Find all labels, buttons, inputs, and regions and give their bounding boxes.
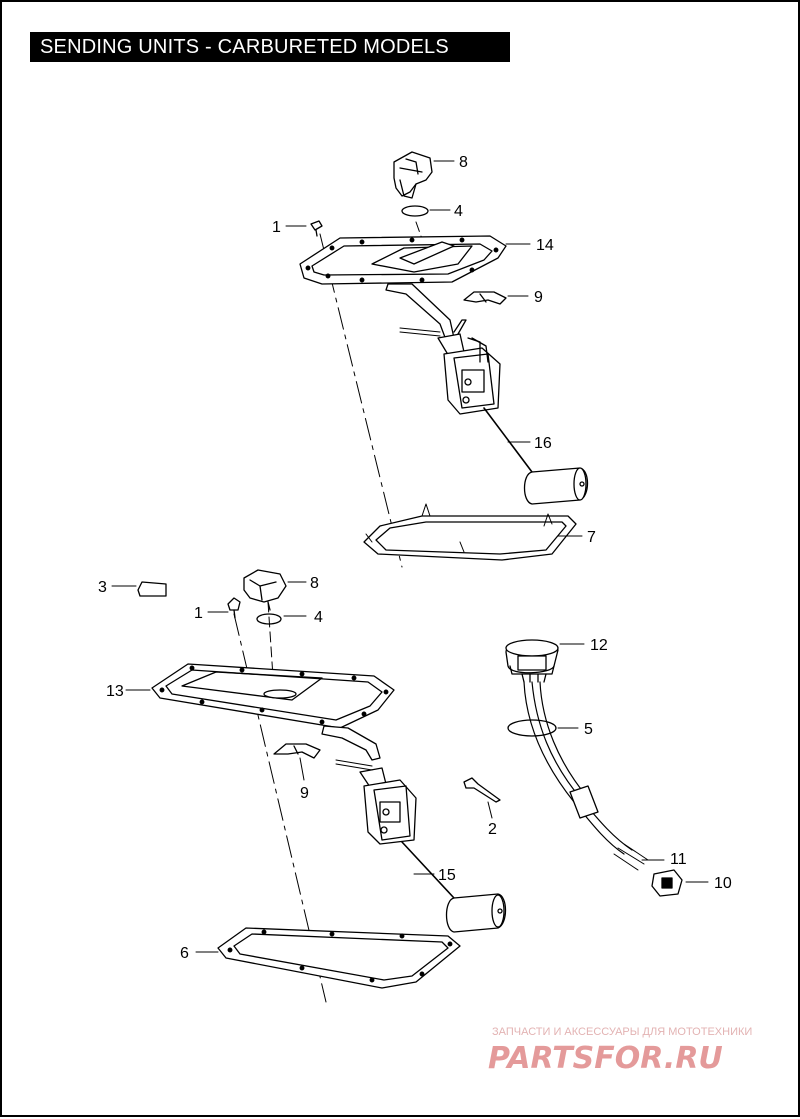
watermark-tagline: ЗАПЧАСТИ И АКСЕССУАРЫ ДЛЯ МОТОТЕХНИКИ [492,1026,752,1038]
o-ring-5 [507,719,557,737]
callout-12: 12 [590,637,608,654]
callout-11: 11 [670,851,687,868]
callout-16: 16 [534,435,552,452]
callout-7: 7 [587,529,596,546]
callout-15: 15 [438,867,456,884]
pad-3 [137,581,167,597]
screw-1-top [310,220,323,237]
bracket-arm-top [385,283,455,341]
page-title: SENDING UNITS - CARBURETED MODELS [30,32,510,62]
watermark-brand: PARTSFOR.RU [488,1041,723,1076]
callout-14: 14 [536,237,554,254]
sending-unit-16 [399,319,589,505]
connector-10 [651,869,683,897]
sending-unit-15 [335,759,507,933]
sender-cap-12 [505,639,559,683]
top-plate-14 [299,235,507,285]
callout-6: 6 [180,945,189,962]
callout-5: 5 [584,721,593,738]
gasket-7 [363,503,577,561]
callout-13: 13 [106,683,124,700]
clip-9-bottom [273,743,321,759]
callout-8-top: 8 [459,154,468,171]
bracket-arm-bottom [321,725,381,761]
callout-1-bottom: 1 [194,605,203,622]
callout-9-top: 9 [534,289,543,306]
cable-tie-2 [463,777,501,803]
clip-9-top [463,291,507,305]
gasket-6 [217,927,461,989]
centerline-top-left [319,233,403,568]
o-ring-4-top [401,205,429,217]
callout-10: 10 [714,875,732,892]
callout-3: 3 [98,579,107,596]
connector-8-bottom [243,569,287,611]
callout-4-bottom: 4 [314,609,323,626]
callout-2: 2 [488,821,497,838]
o-ring-4-bottom [256,613,282,625]
wire-harness-11 [523,681,649,871]
plate-13 [151,663,395,729]
callout-4-top: 4 [454,203,463,220]
callout-8-bottom: 8 [310,575,319,592]
callout-1-top: 1 [272,219,281,236]
connector-8-top [393,151,433,199]
screw-1-bottom [227,597,241,619]
callout-9-bottom: 9 [300,785,309,802]
